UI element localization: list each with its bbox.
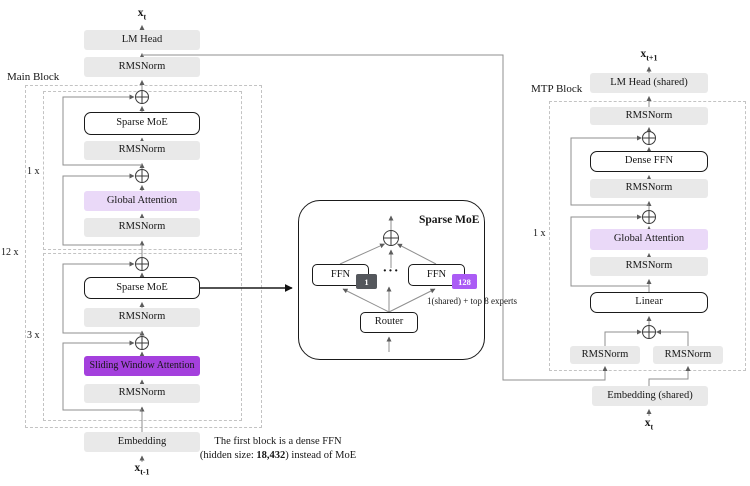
mtp-input-token-label: xt [644, 417, 654, 432]
mtp-global-attention-box: Global Attention [590, 229, 708, 250]
mtp-rmsnorm-left-box: RMSNorm [570, 346, 640, 364]
footnote-line1: The first block is a dense FFN [214, 436, 342, 447]
sparse-moe-box-top: Sparse MoE [84, 112, 200, 135]
moe-panel-title: Sparse MoE [419, 214, 480, 226]
sliding-window-attention-box: Sliding Window Attention [84, 356, 200, 376]
mtp-rmsnorm-top-box: RMSNorm [590, 107, 708, 125]
final-rmsnorm-box: RMSNorm [84, 57, 200, 77]
sparse-moe-box-bottom: Sparse MoE [84, 277, 200, 299]
experts-note: 1(shared) + top 8 experts [427, 296, 518, 306]
expert-index-1-badge: 1 [356, 274, 377, 289]
input-token-label: xt-1 [134, 462, 150, 477]
lm-head-shared-box: LM Head (shared) [590, 73, 708, 93]
repeat-12x-label: 12 x [1, 247, 19, 258]
linear-box: Linear [590, 292, 708, 313]
dense-ffn-box: Dense FFN [590, 151, 708, 172]
mtp-rmsnorm-3-box: RMSNorm [590, 257, 708, 276]
mtp-rmsnorm-right-box: RMSNorm [653, 346, 723, 364]
repeat-3x-label: 3 x [27, 330, 40, 341]
mtp-rmsnorm-2-box: RMSNorm [590, 179, 708, 198]
mtp-repeat-1x-label: 1 x [533, 228, 546, 239]
expert-index-128-badge: 128 [452, 274, 477, 289]
rmsnorm-box-c: RMSNorm [84, 308, 200, 327]
main-block-title: Main Block [7, 71, 60, 83]
embedding-box: Embedding [84, 432, 200, 452]
global-attention-box: Global Attention [84, 191, 200, 211]
lm-head-box: LM Head [84, 30, 200, 50]
footnote-line2: (hidden size: 18,432) instead of MoE [199, 450, 357, 461]
rmsnorm-box-d: RMSNorm [84, 384, 200, 403]
repeat-1x-label: 1 x [27, 166, 40, 177]
mtp-block-title: MTP Block [531, 83, 583, 95]
mtp-output-token-label: xt+1 [640, 48, 658, 63]
rmsnorm-box-b: RMSNorm [84, 218, 200, 237]
output-token-label: xt [137, 7, 147, 22]
router-box: Router [360, 312, 418, 333]
embedding-shared-box: Embedding (shared) [592, 386, 708, 406]
experts-ellipsis: ··· [382, 264, 400, 279]
rmsnorm-box-a: RMSNorm [84, 141, 200, 160]
